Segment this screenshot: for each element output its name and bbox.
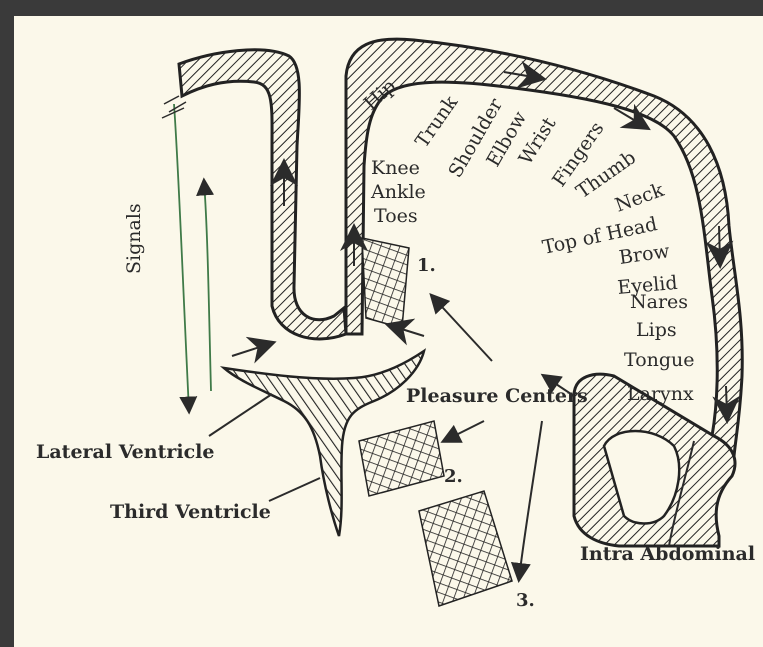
arrow-right-side [719,226,720,261]
arrow-pleasure-to-2 [444,421,484,441]
label-pleasure-centers: Pleasure Centers [406,385,588,407]
label-number-1: 1. [417,255,436,276]
pleasure-center-patch-3 [419,491,512,606]
brain-diagram: Signals Hip Trunk Shoulder Elbow Wrist F… [14,16,763,647]
signals-label: Signals [123,203,145,274]
label-toes: Toes [374,205,418,227]
label-knee: Knee [371,157,420,179]
label-lips: Lips [636,319,677,341]
signal-line-down [174,104,189,411]
signal-line-up [204,181,211,391]
label-brow: Brow [618,240,672,269]
label-larynx: Larynx [627,383,694,405]
label-tongue: Tongue [624,349,695,371]
label-lateral-ventricle: Lateral Ventricle [36,441,214,463]
arrow-into-ventricle [232,344,269,356]
label-nares: Nares [630,291,688,313]
leader-lateral-ventricle [209,394,272,436]
pleasure-center-patch-1 [362,238,409,328]
label-intra-abdominal: Intra Abdominal [580,543,755,565]
leader-third-ventricle [269,478,320,501]
arrow-to-patch-1 [392,326,424,336]
label-number-2: 2. [444,466,463,487]
label-third-ventricle: Third Ventricle [110,501,271,523]
label-neck: Neck [612,179,667,217]
arrow-right-low [726,386,727,416]
label-ankle: Ankle [370,181,426,203]
arrow-pleasure-to-1 [432,296,492,361]
label-trunk: Trunk [411,92,462,152]
label-number-3: 3. [516,590,535,611]
pleasure-center-patch-2 [359,421,444,496]
arrow-pleasure-to-3 [519,421,542,579]
diagram-paper: Signals Hip Trunk Shoulder Elbow Wrist F… [14,16,763,647]
